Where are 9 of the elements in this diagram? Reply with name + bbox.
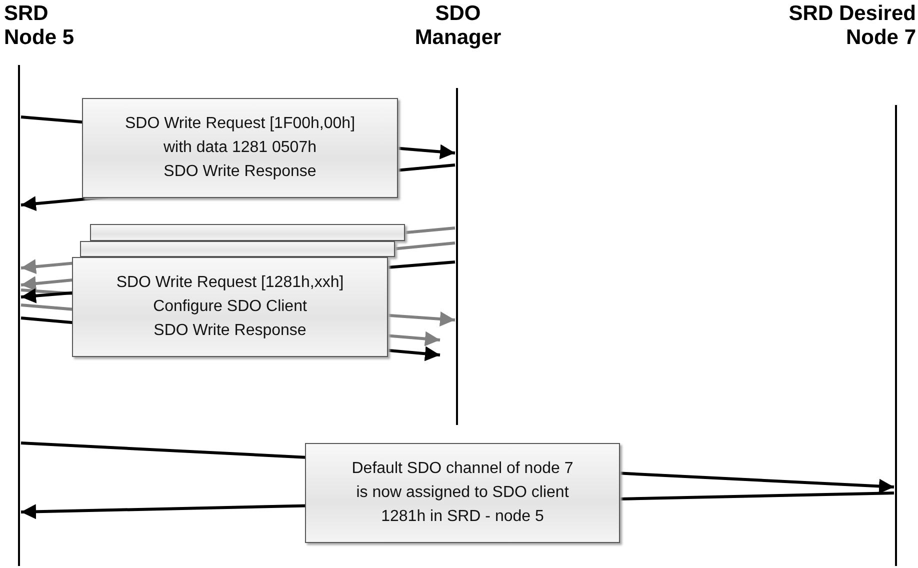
edge-label: Default SDO channel of node 7 is now assigned to SDO client 1281h in SRD - node 5 xyxy=(350,459,574,527)
edge-label: SDO Write Request [1281h,xxh] Configure SDO Client xyxy=(115,273,345,317)
edge-label: SDO Write Request [1F00h,00h] with data 1281 0507h xyxy=(124,114,356,158)
participant-label: SRD Desired Node 7 xyxy=(788,2,916,50)
edge-label: SDO Write Response xyxy=(154,321,306,341)
message-arrow xyxy=(20,442,894,494)
edge-label: SDO Write Response xyxy=(164,162,316,182)
participant-label: SDO Manager xyxy=(414,2,502,50)
participant-label: SRD Node 5 xyxy=(4,2,76,50)
